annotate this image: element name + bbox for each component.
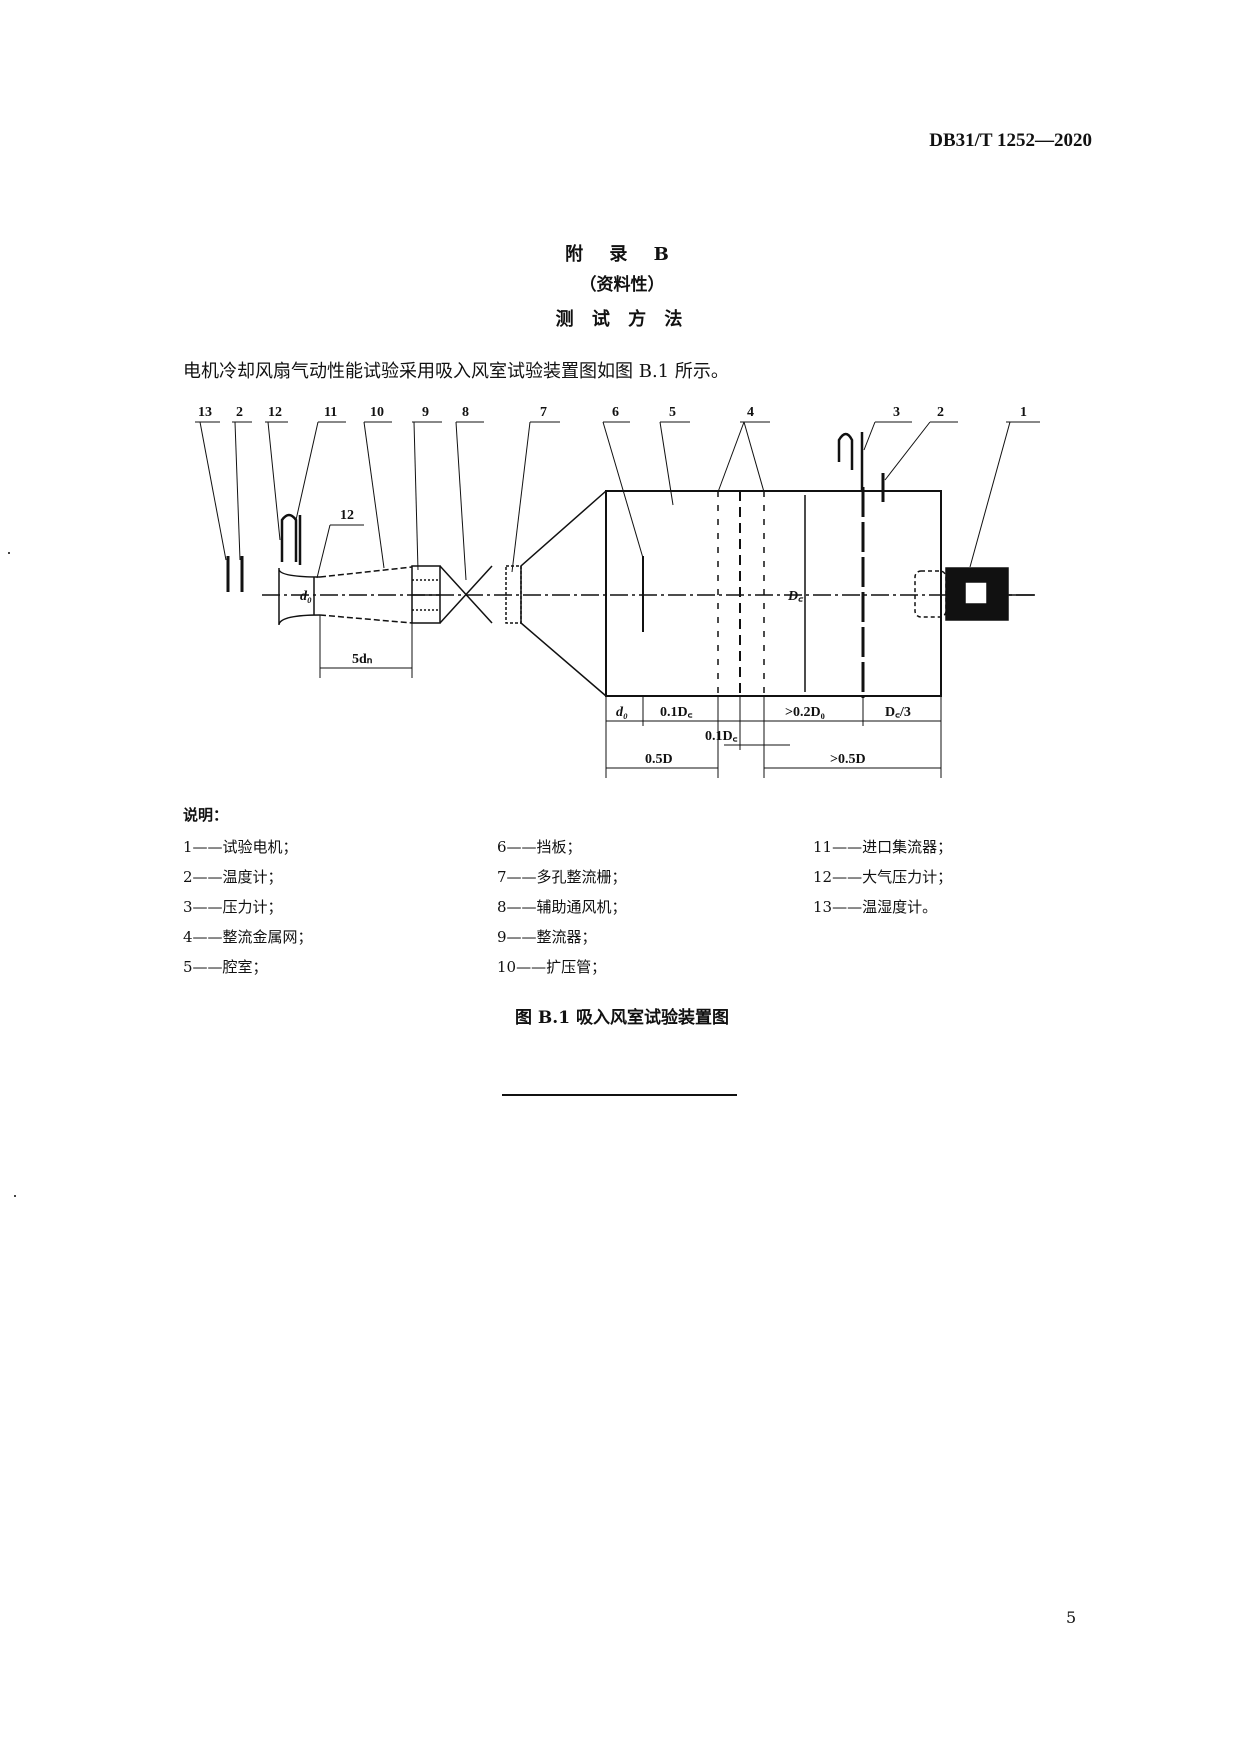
callout-1: 1 bbox=[1020, 405, 1027, 420]
legend-item: 3——压力计； bbox=[183, 898, 283, 916]
callout-2-top: 2 bbox=[937, 405, 944, 420]
figure-caption: 图 B.1 吸入风室试验装置图 bbox=[515, 1008, 729, 1028]
callout-5: 5 bbox=[669, 405, 676, 420]
legend-item: 4——整流金属网； bbox=[183, 928, 313, 946]
u-tube-manometer-3 bbox=[837, 432, 864, 491]
callout-2: 2 bbox=[236, 405, 243, 420]
dim-gt-0.5D: >0.5D bbox=[830, 752, 866, 767]
legend-item: 12——大气压力计； bbox=[813, 868, 953, 886]
dim-0.1Dc-2: 0.1D꜀ bbox=[705, 729, 738, 744]
legend-item: 1——试验电机； bbox=[183, 838, 298, 856]
intro-paragraph: 电机冷却风扇气动性能试验采用吸入风室试验装置图如图 B.1 所示。 bbox=[183, 361, 729, 382]
chamber bbox=[605, 490, 942, 697]
legend-item: 8——辅助通风机； bbox=[497, 898, 627, 916]
scan-mark bbox=[14, 1195, 16, 1197]
legend-item: 11——进口集流器； bbox=[813, 838, 953, 856]
callout-10: 10 bbox=[370, 405, 384, 420]
dim-d0-nozzle: d₀ bbox=[300, 589, 312, 604]
callout-11: 11 bbox=[324, 405, 337, 420]
test-apparatus-diagram: 13 2 12 11 10 9 8 7 6 5 4 3 2 1 12 d₀ 5d… bbox=[195, 405, 1040, 778]
legend-item: 7——多孔整流栅； bbox=[497, 868, 627, 886]
dim-5dn: 5dₙ bbox=[352, 652, 373, 667]
legend-title: 说明： bbox=[183, 806, 229, 824]
callout-6: 6 bbox=[612, 405, 619, 420]
appendix-type: （资料性） bbox=[579, 275, 665, 295]
u-tube-manometer-11 bbox=[280, 513, 302, 565]
dim-0.5D: 0.5D bbox=[645, 752, 673, 767]
legend-item: 9——整流器； bbox=[497, 928, 597, 946]
dim-d0: d₀ bbox=[616, 705, 628, 720]
legend-item: 2——温度计； bbox=[183, 868, 283, 886]
legend-item: 13——温湿度计。 bbox=[813, 898, 938, 916]
page-number: 5 bbox=[1066, 1608, 1077, 1627]
callout-13: 13 bbox=[198, 405, 212, 420]
inlet-nozzle bbox=[278, 569, 321, 625]
document-code: DB31/T 1252—2020 bbox=[929, 130, 1092, 151]
dim-gt-0.2D0: >0.2D₀ bbox=[785, 705, 825, 720]
appendix-title: 附 录 B bbox=[565, 244, 679, 265]
callout-3: 3 bbox=[893, 405, 900, 420]
end-rule bbox=[502, 1094, 737, 1096]
scan-mark bbox=[8, 552, 10, 554]
perforated-grid bbox=[505, 565, 522, 624]
callout-12: 12 bbox=[268, 405, 282, 420]
dim-Dc: D꜀ bbox=[787, 589, 804, 604]
callout-8: 8 bbox=[462, 405, 469, 420]
section-title: 测 试 方 法 bbox=[555, 309, 689, 330]
callout-12-second: 12 bbox=[340, 508, 354, 523]
dim-Dc-3: D꜀/3 bbox=[885, 705, 911, 720]
transition-cone bbox=[520, 490, 607, 697]
callout-7: 7 bbox=[540, 405, 547, 420]
legend-item: 10——扩压管； bbox=[497, 958, 607, 976]
legend-item: 5——腔室； bbox=[183, 958, 268, 976]
dim-0.1Dc: 0.1D꜀ bbox=[660, 705, 693, 720]
callout-4: 4 bbox=[747, 405, 754, 420]
callout-9: 9 bbox=[422, 405, 429, 420]
legend-item: 6——挡板； bbox=[497, 838, 582, 856]
